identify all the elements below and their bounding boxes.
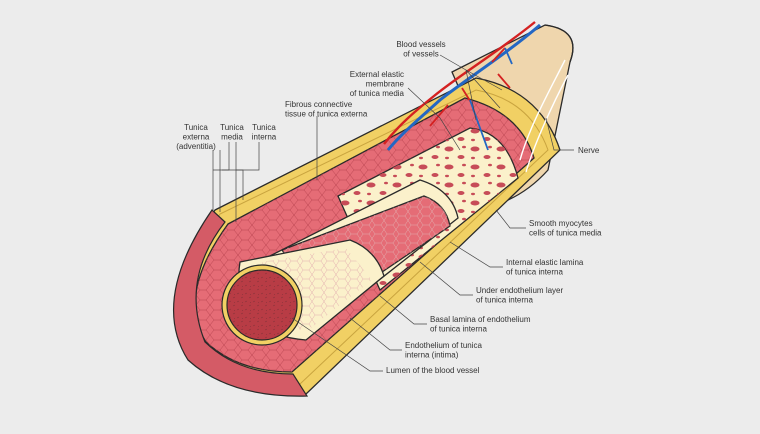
leader-lumen xyxy=(291,317,383,372)
leader-endothelium xyxy=(349,317,402,351)
vasa-vasorum xyxy=(383,21,541,151)
leader-external-elastic xyxy=(407,87,461,151)
cut-end-band xyxy=(173,209,309,397)
label-nerve: Nerve xyxy=(578,146,600,155)
nerve-fibers xyxy=(519,59,569,173)
leader-internal-elastic xyxy=(449,241,503,268)
leader-basal-lamina xyxy=(379,295,427,325)
tunica-bracket-join xyxy=(213,169,244,200)
leader-blood-vessels xyxy=(439,54,503,121)
leader-nerve xyxy=(545,117,574,151)
label-lumen: Lumen of the blood vessel xyxy=(386,366,480,375)
svg-text:Lumen of the blood vessel: Lumen of the blood vessel xyxy=(386,366,480,375)
leader-under-endothelium xyxy=(419,261,473,296)
svg-text:Nerve: Nerve xyxy=(578,146,600,155)
lumen-disc xyxy=(221,264,303,346)
leader-smooth-myocytes xyxy=(495,209,526,229)
